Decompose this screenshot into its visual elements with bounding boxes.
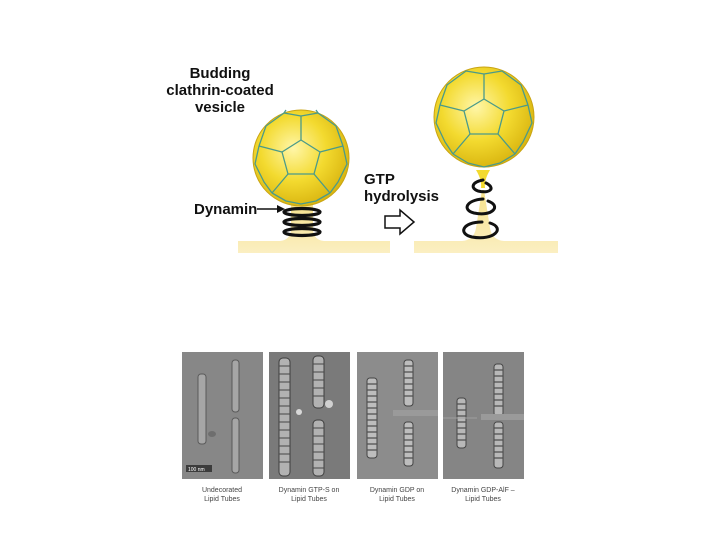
micrograph-dynamin-gdp [357,352,438,479]
vesicle-label-line-3: vesicle [150,99,290,116]
reaction-arrow [385,210,414,234]
micrograph-dynamin-gdp-alf [443,352,524,479]
micrograph-undecorated: 100 nm [182,352,263,479]
gtp-label-line-2: hydrolysis [364,188,439,205]
gtp-hydrolysis-label: GTP hydrolysis [364,171,439,205]
scale-bar-label: 100 nm [188,467,205,473]
caption-line: Dynamin GDP-AlF – [428,486,538,495]
vesicle-label-line-1: Budding [150,65,290,82]
dynamin-pointer-arrow [257,205,285,213]
caption-line: Lipid Tubes [428,495,538,504]
vesicle-label-line-2: clathrin-coated [150,82,290,99]
lipid-tube [198,374,206,444]
gtp-label-line-1: GTP [364,171,439,188]
lipid-tube [232,418,239,473]
dynamin-budding-diagram [0,0,720,340]
lipid-tube [232,360,239,412]
dynamin-label-text: Dynamin [194,201,257,218]
micrograph-dynamin-gtp-s [269,352,350,479]
caption-dynamin-gdp-alf: Dynamin GDP-AlF – Lipid Tubes [428,486,538,504]
dynamin-label: Dynamin [194,201,257,218]
vesicle-label: Budding clathrin-coated vesicle [150,65,290,116]
budding-vesicle-right [414,67,558,253]
